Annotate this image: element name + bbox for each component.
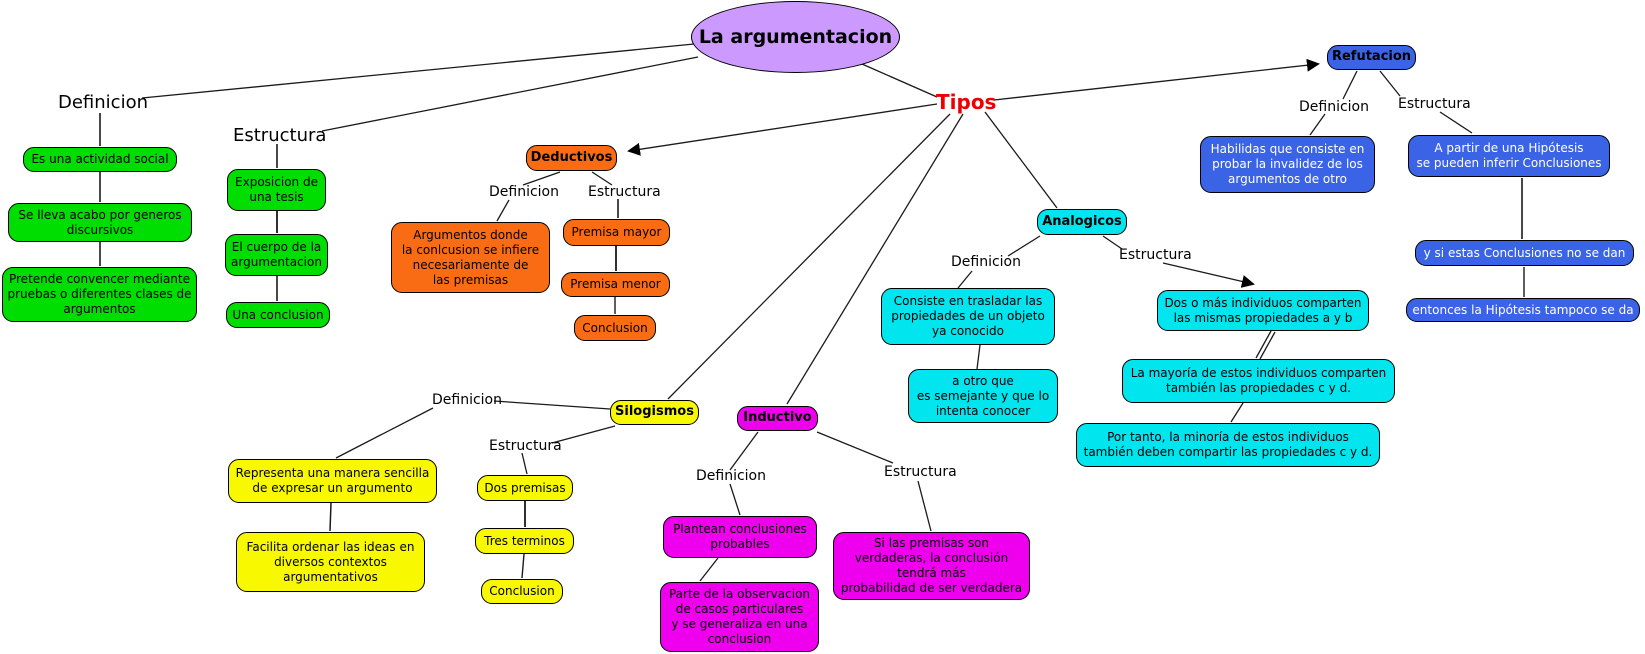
- deductivos-node[interactable]: Deductivos: [526, 145, 617, 171]
- refutacion-estructura-item-1[interactable]: A partir de una Hipótesis se pueden infe…: [1408, 135, 1610, 177]
- inductivo-definicion-item-1[interactable]: Plantean conclusiones probables: [663, 516, 817, 558]
- deductivos-estructura-item-2[interactable]: Premisa menor: [561, 272, 670, 297]
- silogismos-estructura-item-1[interactable]: Dos premisas: [477, 475, 573, 501]
- definicion-main-label[interactable]: Definicion: [58, 92, 148, 113]
- tipos-node[interactable]: Tipos: [936, 90, 997, 114]
- silogismos-estructura-item-3[interactable]: Conclusion: [481, 579, 563, 604]
- estructura-item-3[interactable]: Una conclusion: [226, 302, 330, 328]
- silogismos-definicion-item-1[interactable]: Representa una manera sencilla de expres…: [228, 459, 437, 503]
- analogicos-estructura-item-1[interactable]: Dos o más individuos comparten las misma…: [1157, 290, 1369, 331]
- link-group: [99, 43, 1525, 582]
- analogicos-estructura-label[interactable]: Estructura: [1119, 247, 1192, 263]
- analogicos-definicion-item-1[interactable]: Consiste en trasladar las propiedades de…: [881, 288, 1055, 345]
- definicion-item-3[interactable]: Pretende convencer mediante pruebas o di…: [2, 267, 197, 322]
- definicion-item-2[interactable]: Se lleva acabo por generos discursivos: [8, 203, 192, 242]
- refutacion-node[interactable]: Refutacion: [1327, 45, 1416, 70]
- silogismos-definicion-label[interactable]: Definicion: [432, 392, 502, 408]
- root-node[interactable]: La argumentacion: [691, 1, 900, 73]
- analogicos-node[interactable]: Analogicos: [1037, 209, 1127, 235]
- refutacion-estructura-item-2[interactable]: y si estas Conclusiones no se dan: [1415, 240, 1634, 266]
- inductivo-definicion-item-2[interactable]: Parte de la observacion de casos particu…: [660, 582, 819, 652]
- analogicos-definicion-label[interactable]: Definicion: [951, 254, 1021, 270]
- deductivos-estructura-item-1[interactable]: Premisa mayor: [563, 219, 670, 246]
- silogismos-estructura-item-2[interactable]: Tres terminos: [475, 528, 574, 554]
- silogismos-estructura-label[interactable]: Estructura: [489, 438, 562, 454]
- inductivo-estructura-item-1[interactable]: Si las premisas son verdaderas, la concl…: [833, 532, 1030, 600]
- estructura-item-2[interactable]: El cuerpo de la argumentacion: [225, 234, 328, 276]
- deductivos-definicion-item-1[interactable]: Argumentos donde la conlcusion se infier…: [391, 222, 550, 293]
- analogicos-estructura-item-2[interactable]: La mayoría de estos individuos comparten…: [1122, 359, 1395, 403]
- inductivo-estructura-label[interactable]: Estructura: [884, 464, 957, 480]
- analogicos-definicion-item-2[interactable]: a otro que es semejante y que lo intenta…: [908, 369, 1058, 423]
- refutacion-estructura-label[interactable]: Estructura: [1398, 96, 1471, 112]
- inductivo-definicion-label[interactable]: Definicion: [696, 468, 766, 484]
- estructura-item-1[interactable]: Exposicion de una tesis: [227, 169, 326, 211]
- silogismos-definicion-item-2[interactable]: Facilita ordenar las ideas en diversos c…: [236, 532, 425, 592]
- estructura-main-label[interactable]: Estructura: [233, 125, 327, 146]
- refutacion-estructura-item-3[interactable]: entonces la Hipótesis tampoco se da: [1406, 298, 1640, 322]
- refutacion-definicion-item-1[interactable]: Habilidas que consiste en probar la inva…: [1200, 136, 1375, 193]
- silogismos-node[interactable]: Silogismos: [610, 400, 699, 425]
- refutacion-definicion-label[interactable]: Definicion: [1299, 99, 1369, 115]
- deductivos-definicion-label[interactable]: Definicion: [489, 184, 559, 200]
- definicion-item-1[interactable]: Es una actividad social: [23, 147, 177, 172]
- deductivos-estructura-item-3[interactable]: Conclusion: [574, 315, 656, 341]
- inductivo-node[interactable]: Inductivo: [737, 406, 818, 431]
- analogicos-estructura-item-3[interactable]: Por tanto, la minoría de estos individuo…: [1076, 423, 1380, 467]
- deductivos-estructura-label[interactable]: Estructura: [588, 184, 661, 200]
